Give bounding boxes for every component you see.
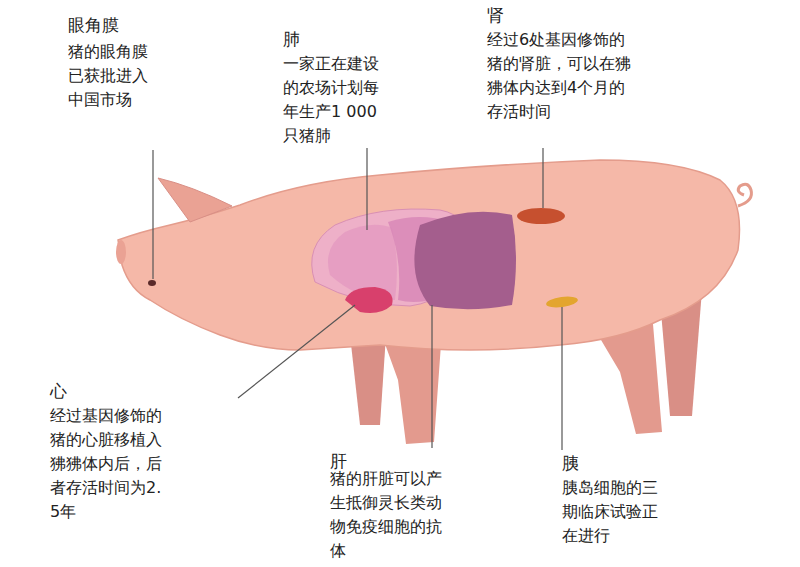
callout-note: 猪的肝脏可以产生抵御灵长类动物免疫细胞的抗体 <box>330 467 446 563</box>
pig-body <box>118 160 740 350</box>
organ-heading: 肝 <box>330 450 347 472</box>
callout-note: 经过基因修饰的猪的心脏移植入狒狒体内后，后者存活时间为2.5年 <box>50 404 166 524</box>
leader-line <box>366 148 367 230</box>
organ-heading: 肺 <box>283 28 300 50</box>
heart <box>345 287 393 313</box>
leader-line <box>431 305 432 448</box>
kidney <box>517 208 565 224</box>
leader-line <box>152 150 153 279</box>
organ-heading: 眼角膜 <box>68 14 119 36</box>
organ-heading: 肾 <box>487 4 504 26</box>
callout-note: 经过6处基因修饰的猪的肾脏，可以在狒狒体内达到4个月的存活时间 <box>487 28 635 124</box>
liver <box>414 212 516 310</box>
pig-eye <box>148 280 156 286</box>
leader-line <box>542 148 543 208</box>
pig-leg <box>350 335 386 425</box>
callout-note: 猪的眼角膜已获批进入中国市场 <box>68 40 152 112</box>
callout-note: 一家正在建设的农场计划每年生产1 000只猪肺 <box>283 52 383 148</box>
pig-ear <box>158 178 232 222</box>
organ-heading: 胰 <box>562 452 579 474</box>
callout-note: 胰岛细胞的三期临床试验正在进行 <box>562 476 662 548</box>
pig-tail <box>738 184 751 206</box>
organ-heading: 心 <box>50 380 67 402</box>
leader-line <box>238 305 355 398</box>
pig-snout <box>116 240 126 264</box>
leader-line <box>561 307 562 450</box>
